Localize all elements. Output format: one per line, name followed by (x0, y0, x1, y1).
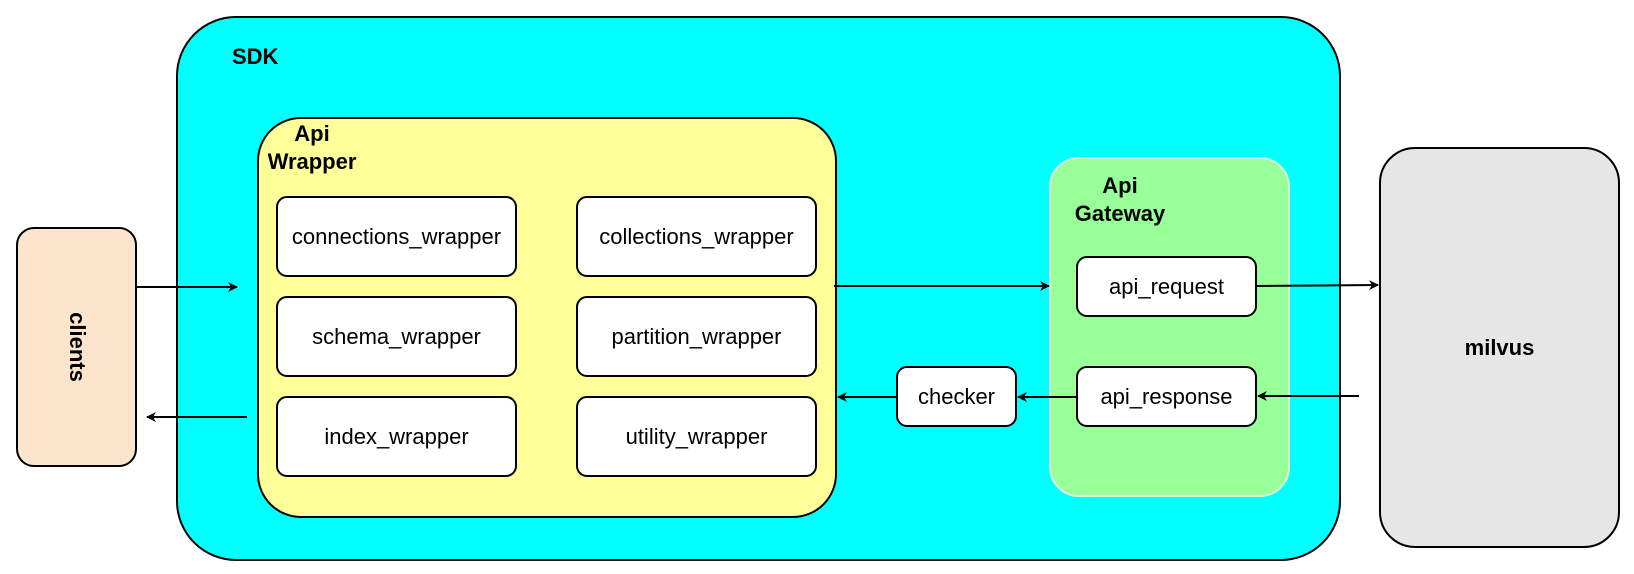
index-wrapper-node: index_wrapper (276, 396, 517, 477)
checker-node: checker (896, 366, 1017, 427)
api-gateway-title: Api Gateway (1074, 173, 1166, 226)
sdk-title: SDK (232, 44, 279, 69)
milvus-label: milvus (1464, 334, 1535, 360)
api-gateway-container (1049, 157, 1290, 497)
api-wrapper-title: Api Wrapper (267, 121, 357, 174)
arrow-request-to-milvus (1256, 280, 1379, 291)
clients-node (16, 227, 137, 467)
connections-wrapper-node: connections_wrapper (276, 196, 517, 277)
schema-wrapper-node: schema_wrapper (276, 296, 517, 377)
api-response-node: api_response (1076, 366, 1257, 427)
api-request-node: api_request (1076, 256, 1257, 317)
milvus-node (1379, 147, 1620, 548)
collections-wrapper-node: collections_wrapper (576, 196, 817, 277)
utility-wrapper-node: utility_wrapper (576, 396, 817, 477)
partition-wrapper-node: partition_wrapper (576, 296, 817, 377)
